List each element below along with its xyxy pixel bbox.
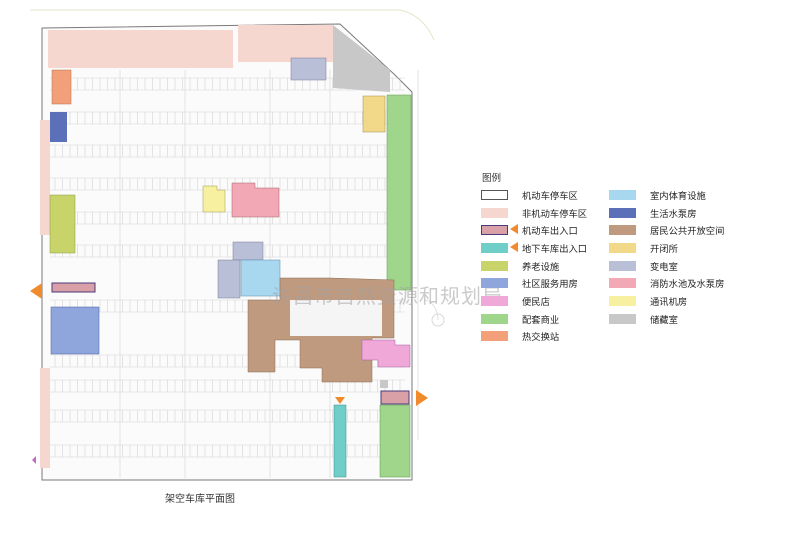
legend-item: 消防水池及水泵房 <box>609 274 724 292</box>
east-entrance-arrow-icon <box>416 390 428 406</box>
zone-bike-parking-north-1 <box>48 30 233 68</box>
southwest-marker-icon <box>32 456 36 464</box>
zone-vehicle-entrance-east <box>380 390 410 405</box>
legend-item-label: 配套商业 <box>522 314 560 325</box>
legend-item-label: 社区服务用房 <box>522 279 578 290</box>
legend-item: 机动车停车区 <box>481 186 587 204</box>
legend-item: 热交换站 <box>481 328 587 346</box>
legend-item: 机动车出入口 <box>481 221 587 239</box>
zone-indoor-sports <box>240 259 281 297</box>
legend-swatch <box>481 225 508 236</box>
west-entrance-arrow-icon <box>30 283 42 299</box>
legend-swatch <box>609 295 636 306</box>
zone-commercial-east <box>386 94 412 291</box>
zone-bike-parking-west <box>40 120 50 235</box>
legend-item-label: 非机动车停车区 <box>522 208 588 219</box>
zone-vehicle-entrance-west <box>51 282 96 293</box>
legend-title: 图例 <box>482 173 502 184</box>
zone-substation-north <box>290 57 327 81</box>
legend-swatch <box>609 313 636 324</box>
legend-swatch <box>481 295 508 306</box>
roundabout-marker <box>431 313 445 327</box>
legend-item-label: 机动车出入口 <box>522 226 578 237</box>
legend-swatch <box>609 225 636 236</box>
legend-swatch <box>609 207 636 218</box>
legend-swatch <box>481 278 508 289</box>
zone-commercial-southeast <box>379 404 411 478</box>
legend-item-label: 地下车库出入口 <box>522 243 588 254</box>
legend-item: 生活水泵房 <box>609 204 724 222</box>
legend-swatch <box>609 278 636 289</box>
legend-item: 储藏室 <box>609 310 724 328</box>
legend-item-label: 变电室 <box>650 261 678 272</box>
zone-storage-corner <box>333 25 390 92</box>
legend-item: 配套商业 <box>481 310 587 328</box>
legend-item: 变电室 <box>609 257 724 275</box>
legend-item-label: 消防水池及水泵房 <box>650 279 725 290</box>
entrance-arrow-icon <box>510 224 518 235</box>
legend-item-label: 生活水泵房 <box>650 208 697 219</box>
zone-fire-pump <box>231 182 280 218</box>
legend-item-label: 储藏室 <box>650 314 678 325</box>
legend-item-label: 开闭所 <box>650 243 678 254</box>
zone-telecom-room <box>202 185 226 213</box>
legend-item-label: 便民店 <box>522 296 550 307</box>
legend-item: 养老设施 <box>481 257 587 275</box>
legend-item-label: 机动车停车区 <box>522 190 578 201</box>
legend-item-label: 居民公共开放空间 <box>650 226 725 237</box>
legend-item-label: 室内体育设施 <box>650 190 706 201</box>
entrance-arrow-icon <box>510 242 518 253</box>
zone-community-service <box>50 306 100 355</box>
legend-swatch <box>481 313 508 324</box>
legend-column-left: 机动车停车区非机动车停车区机动车出入口地下车库出入口养老设施社区服务用房便民店配… <box>481 186 587 345</box>
legend-swatch <box>609 260 636 271</box>
legend-swatch <box>481 331 508 342</box>
zone-convenience-store <box>361 339 411 368</box>
car-parking-symbol-icon <box>481 189 508 200</box>
legend-item-label: 养老设施 <box>522 261 560 272</box>
legend-item-label: 通讯机房 <box>650 296 688 307</box>
legend-item: 开闭所 <box>609 239 724 257</box>
zone-underground-ramp <box>333 404 347 478</box>
legend-item: 非机动车停车区 <box>481 204 587 222</box>
legend-item: 社区服务用房 <box>481 274 587 292</box>
garage-outline <box>41 23 413 481</box>
zone-switch-station <box>362 95 386 133</box>
legend-swatch <box>481 242 508 253</box>
zone-storage-south <box>380 380 388 388</box>
zone-substation-left <box>217 259 241 299</box>
zone-bike-parking-southwest <box>40 368 50 468</box>
legend-item: 通讯机房 <box>609 292 724 310</box>
legend-swatch <box>609 189 636 200</box>
legend-swatch <box>609 242 636 253</box>
legend-item: 便民店 <box>481 292 587 310</box>
legend-column-right: 室内体育设施生活水泵房居民公共开放空间开闭所变电室消防水池及水泵房通讯机房储藏室 <box>609 186 724 328</box>
site-boundary <box>30 9 435 41</box>
site-boundary-right <box>417 70 439 440</box>
zone-substation-mid <box>232 241 264 261</box>
legend-item: 地下车库出入口 <box>481 239 587 257</box>
zone-bike-parking-north-2 <box>238 25 333 62</box>
zone-water-pump <box>50 112 67 142</box>
legend-swatch <box>481 207 508 218</box>
zone-elderly-facility <box>49 194 76 254</box>
legend-item: 室内体育设施 <box>609 186 724 204</box>
watermark-text: 许昌市自然资源和规划局 <box>272 284 503 308</box>
ramp-arrow-icon <box>335 397 345 404</box>
zone-courtyard <box>290 300 382 336</box>
zone-heat-exchange <box>51 69 72 105</box>
legend-item-label: 热交换站 <box>522 332 560 343</box>
legend-swatch <box>481 260 508 271</box>
plan-caption: 架空车库平面图 <box>165 494 235 505</box>
legend-item: 居民公共开放空间 <box>609 221 724 239</box>
